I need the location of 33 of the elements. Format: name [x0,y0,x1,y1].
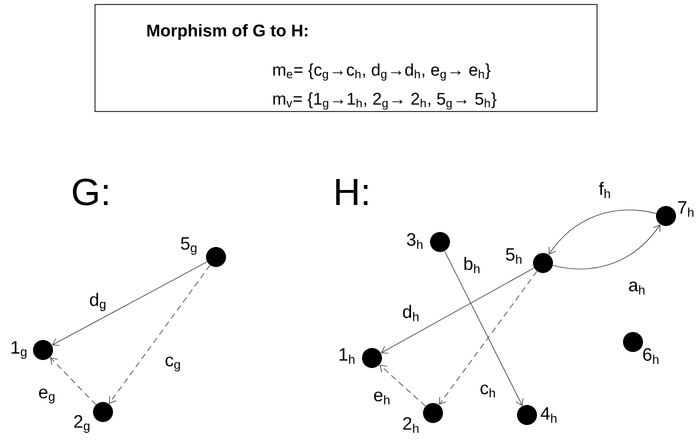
edge-label: e$_{h}$ [374,392,390,404]
edge-label: d$_{h}$ [403,304,418,322]
vertex-label: 3$_{h}$ [406,233,422,249]
arrow [50,357,96,406]
edge-label: a$_{h}$ [629,282,644,294]
heading: Morphism of G to H: [147,24,308,40]
vertex-label: 6$_{h}$ [643,348,658,364]
vertex-label: 7$_{h}$ [678,201,694,217]
vertex-label: 4$_{h}$ [540,407,556,423]
edge-label: c$_{h}$ [480,384,495,398]
formula-text: m$_{e}$= {c$_{g}$→c$_{h}$, d$_{g}$→d$_{h}$, e$_{g}$→ e$_{h}$} [273,63,490,81]
arrow [52,261,208,346]
vertex-label: 5$_{g}$ [181,237,196,255]
arrow [548,210,656,255]
edge-label: d$_{g}$ [90,292,106,312]
edge-label: b$_{h}$ [464,256,480,274]
vertex-label: 5$_{h}$ [506,248,522,264]
edge-label: e$_{g}$ [39,388,54,404]
arrow [439,270,538,405]
vertex-label: 1$_{g}$ [12,341,26,359]
arrow [380,268,534,354]
arrow [109,264,210,404]
graph-name: H: [336,178,368,206]
vertex-label: 2$_{g}$ [74,415,90,433]
edge-label: f$_{h}$ [599,182,610,198]
formula-text: m$_{v}$= {1$_{g}$→1$_{h}$, 2$_{g}$→ 2$_{h}$, 5$_{g}$→ 5$_{h}$} [273,92,496,110]
arrow [380,364,426,406]
graph-name: G: [72,178,108,206]
edge-label: c$_{g}$ [166,356,180,372]
arrow [552,224,660,270]
arrow [444,250,524,406]
vertex-label: 1$_{h}$ [340,348,354,364]
vertex-label: 2$_{h}$ [403,417,418,433]
